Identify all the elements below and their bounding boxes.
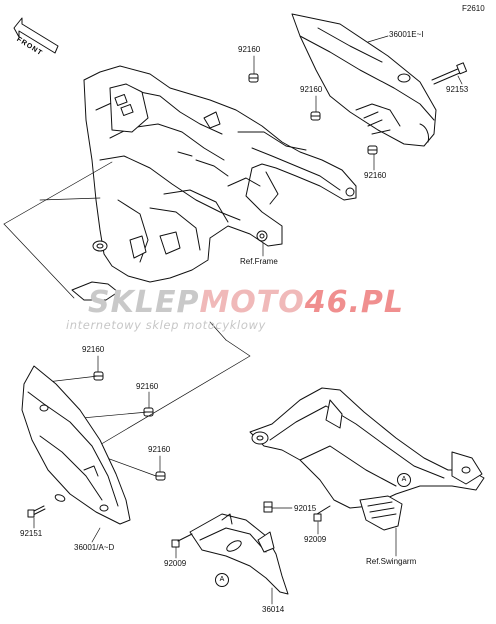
watermark-part1: SKLEP [88,285,200,320]
bolt-92153 [431,62,468,85]
part-label-92160-a[interactable]: 92160 [238,45,261,54]
grommet-lower-3 [155,471,166,481]
bolt-92009-left [171,533,193,548]
upper-side-cover-36001E [291,13,437,147]
clip-92015 [263,501,273,513]
part-label-92153[interactable]: 92153 [446,85,469,94]
watermark-subtitle: internetowy sklep motocyklowy [66,318,266,332]
watermark-part3: 46.PL [304,285,405,320]
part-label-36014[interactable]: 36014 [262,605,285,614]
grommet-upper-1 [248,73,259,83]
part-label-92160-c[interactable]: 92160 [364,171,387,180]
ref-swingarm-label[interactable]: Ref.Swingarm [366,557,417,566]
grommet-upper-3 [367,145,378,155]
grommet-upper-2 [310,111,321,121]
front-arrow-icon [13,17,59,54]
part-label-92160-e[interactable]: 92160 [136,382,159,391]
part-label-92009-right[interactable]: 92009 [304,535,327,544]
diagram-code: F2610 [462,4,485,13]
part-label-92160-b[interactable]: 92160 [300,85,323,94]
ref-frame-label[interactable]: Ref.Frame [240,257,278,266]
part-label-92009-left[interactable]: 92009 [164,559,187,568]
part-label-92151[interactable]: 92151 [20,529,43,538]
callout-a-swingarm: A [397,473,411,487]
callout-a-chain-guard: A [215,573,229,587]
watermark-part2: MOTO [199,285,305,320]
part-label-92160-f[interactable]: 92160 [148,445,171,454]
swingarm [249,387,485,531]
bolt-92009-right [313,505,331,522]
lower-side-cover-36001A [21,365,131,525]
part-label-36001A[interactable]: 36001/A~D [74,543,115,552]
frame [71,65,357,301]
part-label-92160-d[interactable]: 92160 [82,345,105,354]
part-label-36001E[interactable]: 36001E~I [389,30,424,39]
chain-guard-36014 [189,513,289,595]
part-label-92015[interactable]: 92015 [294,504,317,513]
bolt-92151 [27,505,46,518]
watermark-logo: SKLEPMOTO46.PL [88,288,404,318]
